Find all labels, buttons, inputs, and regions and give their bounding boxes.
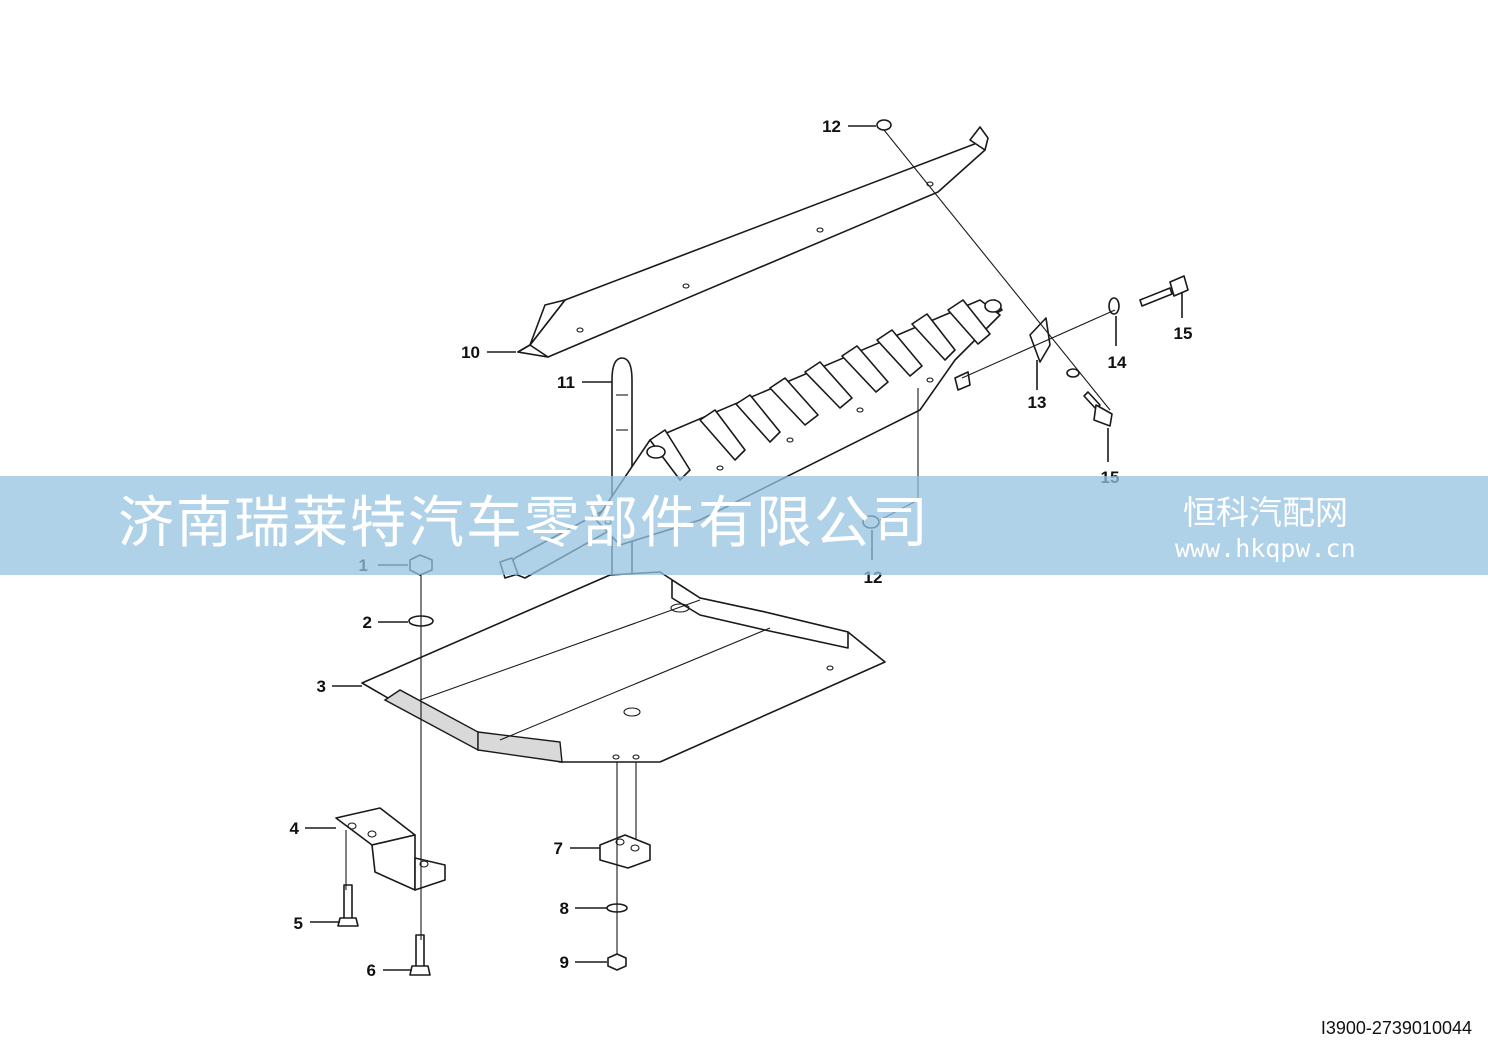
part-15-upper-bolt	[1139, 275, 1189, 307]
part-3-base-plate	[361, 571, 886, 763]
callout-4: 4	[290, 819, 300, 838]
watermark-site-url: www.hkqpw.cn	[1175, 534, 1356, 563]
callout-6: 6	[367, 961, 376, 980]
callout-14: 14	[1108, 353, 1127, 372]
part-4-bracket	[335, 807, 446, 891]
watermark-banner	[0, 476, 1488, 575]
drawing-number: I3900-2739010044	[1320, 1018, 1472, 1038]
callout-15-upper: 15	[1174, 324, 1193, 343]
part-14-washer	[1108, 297, 1120, 315]
part-6-bolt	[409, 934, 431, 976]
callout-7: 7	[554, 839, 563, 858]
part-7-clamp	[599, 834, 651, 869]
step-end-clip	[954, 371, 971, 391]
callout-12-upper: 12	[822, 117, 841, 136]
callout-13: 13	[1028, 393, 1047, 412]
callout-10: 10	[461, 343, 480, 362]
part-washer-lower	[1066, 368, 1080, 378]
watermark-site-name: 恒科汽配网	[1183, 493, 1348, 532]
part-9-nut	[607, 953, 627, 971]
part-10-rail	[517, 126, 989, 358]
callout-5: 5	[294, 914, 303, 933]
callout-2: 2	[363, 613, 372, 632]
callout-9: 9	[560, 953, 569, 972]
part-5-bolt	[337, 884, 359, 927]
callout-3: 3	[317, 677, 326, 696]
callout-11: 11	[557, 373, 575, 392]
callout-8: 8	[560, 899, 569, 918]
part-15-lower-bolt	[1083, 391, 1113, 427]
watermark-company-name: 济南瑞莱特汽车零部件有限公司	[118, 491, 930, 556]
part-12-upper-nut	[876, 119, 892, 131]
fasteners	[337, 119, 1189, 976]
